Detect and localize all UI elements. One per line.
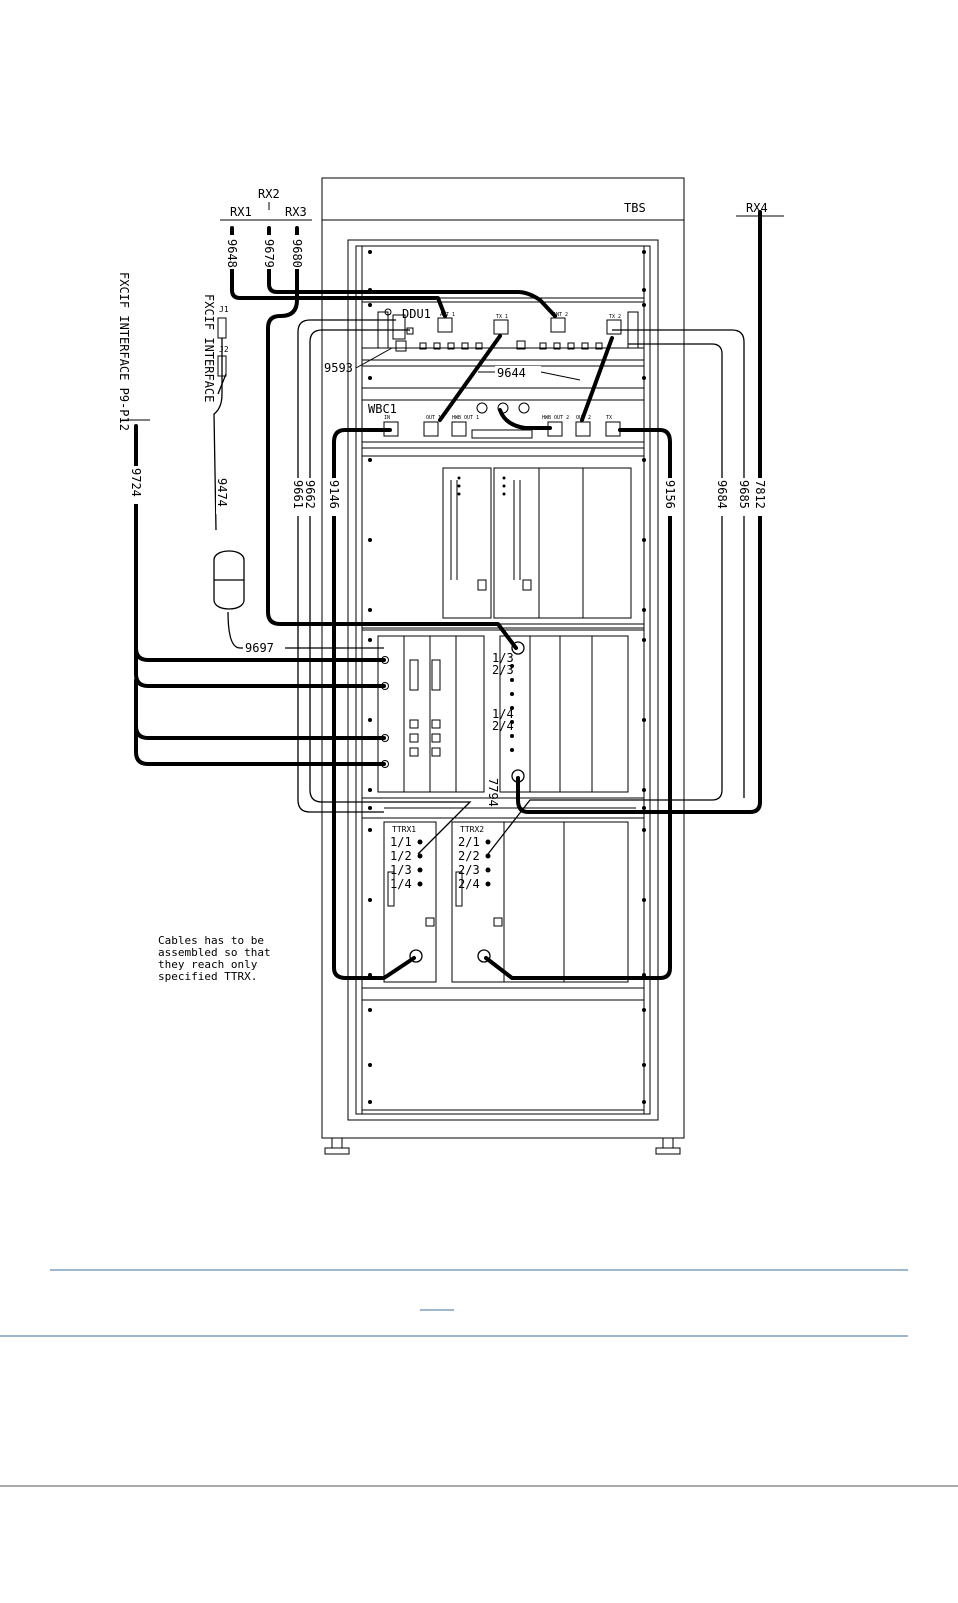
cable-7794-label: 7794: [486, 778, 500, 807]
ttrx1-port-1-3-label: 1/3: [390, 863, 412, 877]
cable-9644-right: [580, 336, 614, 422]
ttrx-subrack: TTRX1 TTRX2 1/1 1/2 1/3 1/4 2/1 2/2 2/3 …: [361, 806, 646, 989]
cable-9724-label: 9724: [129, 468, 143, 497]
cable-9724-c: [134, 678, 386, 740]
ttrx1-module: [383, 821, 437, 983]
tbs-label: TBS: [624, 201, 646, 215]
thin-cables: [213, 317, 745, 855]
cable-9724-d: [134, 718, 386, 766]
wbc-out1-label: OUT 1: [426, 415, 441, 421]
diagram-labels: RX1 RX2 RX3 RX4 TBS 9648 9679 9680 9593 …: [117, 187, 784, 655]
note-line-3: they reach only: [158, 958, 258, 971]
ttrx1-port-1-2-label: 1/2: [390, 849, 412, 863]
cable-9662: [309, 329, 472, 855]
cable-9684-label: 9684: [715, 480, 729, 509]
wbc-jumper: [498, 408, 552, 430]
cable-9679: [267, 226, 557, 318]
wbc-tx-label: TX: [606, 415, 612, 421]
rx4-label: RX4: [746, 201, 768, 215]
cable-9661-label: 9661: [291, 480, 305, 509]
cable-9661: [297, 319, 396, 813]
ddu1-indicator-icon: [384, 308, 392, 316]
wbc-hwb-out1-label: HWB OUT 1: [452, 415, 479, 421]
rx-port-2-4-label: 2/4: [492, 719, 514, 733]
ttrx1-port-1-4-label: 1/4: [390, 877, 412, 891]
cable-9680-label: 9680: [290, 239, 304, 268]
ttrx2-label: TTRX2: [460, 825, 484, 834]
thick-cables: [134, 210, 762, 980]
rx-port-2-3-label: 2/3: [492, 663, 514, 677]
ttrx2-port-2-2-label: 2/2: [458, 849, 480, 863]
j2-label: J2: [219, 345, 229, 354]
tx1-port-label: TX 1: [496, 314, 508, 320]
fxcif-interface-p9-p12-label: FXCIF INTERFACE P9-P12: [117, 272, 131, 431]
middle-subrack: 1/3 2/3 1/4 2/4 7794: [361, 629, 646, 807]
cable-9644-label: 9644: [497, 366, 526, 380]
cable-9662-label: 9662: [303, 480, 317, 509]
cable-9644-left: [438, 334, 502, 422]
cable-9648-label: 9648: [225, 239, 239, 268]
cable-9146-label: 9146: [327, 480, 341, 509]
fxcif-interface-label: FXCIF INTERFACE: [202, 294, 216, 402]
cable-9697: [227, 611, 384, 649]
cable-9474-label: 9474: [215, 478, 229, 507]
cable-9474-upper: [213, 338, 223, 531]
cable-9146: [332, 428, 416, 980]
cable-7812-label: 7812: [753, 480, 767, 509]
ttrx1-label: TTRX1: [392, 825, 416, 834]
ttrx2-port-2-3-label: 2/3: [458, 863, 480, 877]
ttrx2-port-2-1-label: 2/1: [458, 835, 480, 849]
cable-9724-b: [134, 638, 386, 688]
cable-9685: [612, 329, 745, 798]
note-line-4: specified TTRX.: [158, 970, 257, 983]
rx-port-1-3-label: 1/3: [492, 651, 514, 665]
rx2-label: RX2: [258, 187, 280, 201]
cable-9684: [487, 343, 723, 855]
upper-subrack: [361, 447, 646, 629]
cable-9156-label: 9156: [663, 480, 677, 509]
ddu1-rx-ports: [419, 342, 603, 350]
ant1-port-label: ANT 1: [440, 312, 455, 318]
cable-9474-loop: [213, 550, 245, 610]
cable-9685-label: 9685: [737, 480, 751, 509]
cable-9680: [266, 226, 518, 650]
note-line-2: assembled so that: [158, 946, 271, 959]
rx3-label: RX3: [285, 205, 307, 219]
j1-connector: [217, 317, 227, 339]
page-rules: [0, 1269, 958, 1487]
rx-port-1-4-label: 1/4: [492, 707, 514, 721]
assembly-note: Cables has to be assembled so that they …: [158, 934, 271, 983]
ttrx2-port-2-4-label: 2/4: [458, 877, 480, 891]
ddu1-unit: DDU1 ANT 1 ANT 2 TX 1 TX 2: [361, 301, 646, 361]
wbc-in-label: IN: [384, 415, 390, 421]
label-masks: [130, 235, 766, 655]
ttrx1-port-1-1-label: 1/1: [390, 835, 412, 849]
j1-label: J1: [219, 305, 229, 314]
cable-9697-label: 9697: [245, 641, 274, 655]
cable-9679-label: 9679: [262, 239, 276, 268]
cable-9156: [484, 428, 672, 980]
ant2-port-label: ANT 2: [553, 312, 568, 318]
cable-9593-label: 9593: [324, 361, 353, 375]
note-line-1: Cables has to be: [158, 934, 264, 947]
cable-9648: [230, 226, 447, 318]
ddu1-label: DDU1: [402, 307, 431, 321]
wbc1-label: WBC1: [368, 402, 397, 416]
j2-connector: [217, 355, 227, 377]
wbc-hwb-out2-label: HWB OUT 2: [542, 415, 569, 421]
cable-7812: [516, 210, 762, 814]
rx1-label: RX1: [230, 205, 252, 219]
tx2-port-label: TX 2: [609, 314, 621, 320]
